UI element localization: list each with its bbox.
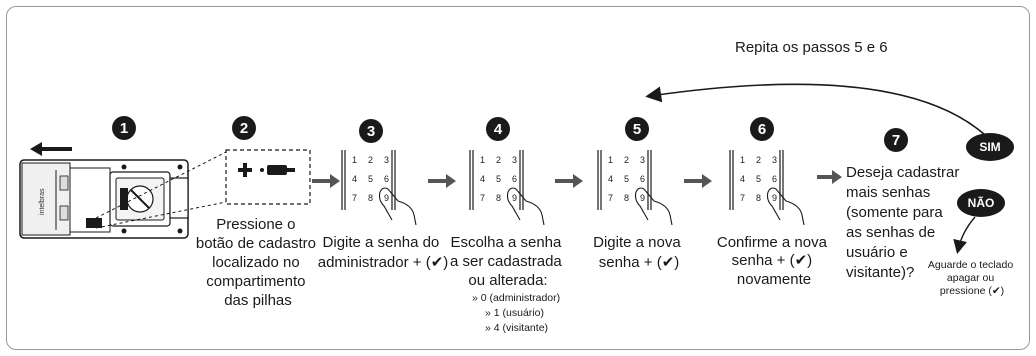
step-badge-7: 7 (884, 128, 908, 152)
step-3-text: Digite a senha do administrador + (✔) (318, 234, 449, 271)
keypad-key: 7 (352, 193, 357, 203)
keypad-key: 6 (640, 174, 645, 184)
keypad-key: 3 (640, 155, 645, 165)
keypad-key: 1 (352, 155, 357, 165)
keypad-key: 2 (624, 155, 629, 165)
loop-arrow (645, 83, 986, 136)
diagram-frame (6, 6, 1030, 350)
keypad-key: 5 (368, 174, 373, 184)
keypad: 1 2 3 4 5 6 7 8 9 (469, 150, 545, 226)
keypad-key: 4 (352, 174, 357, 184)
svg-text:5: 5 (633, 121, 641, 138)
step-2-text: Pressione o botão de cadastro localizado… (196, 216, 320, 309)
keypad-key: 9 (512, 193, 517, 203)
keypad-key: 7 (740, 193, 745, 203)
keypad-key: 1 (480, 155, 485, 165)
step-badge-6: 6 (750, 117, 774, 141)
step-4-options: » 0 (administrador) » 1 (usuário) » 4 (v… (472, 292, 563, 334)
keypad-key: 9 (640, 193, 645, 203)
keypad-key: 7 (480, 193, 485, 203)
keypad-key: 6 (512, 174, 517, 184)
register-button-detail (225, 149, 311, 205)
no-arrow (953, 216, 976, 255)
step-5-text: Digite a nova senha + (✔) (593, 234, 685, 271)
keypad-key: 1 (740, 155, 745, 165)
brand-label: intelbras (39, 188, 46, 215)
keypads: 1 2 3 4 5 6 7 8 9 1 2 3 4 5 6 7 8 9 1 2 3 4 5 6 7 8 9 1 2 3 4 5 6 7 8 9 (341, 150, 805, 226)
keypad-key: 8 (756, 193, 761, 203)
keypad-key: 4 (480, 174, 485, 184)
keypad-key: 8 (624, 193, 629, 203)
keypad-key: 6 (772, 174, 777, 184)
finger-icon (378, 187, 417, 226)
step-4-text: Escolha a senha a ser cadastrada ou alte… (450, 234, 566, 289)
keypad-key: 3 (512, 155, 517, 165)
step-badge-2: 2 (232, 116, 256, 140)
no-text: Aguarde o teclado apagar ou pressione (✔… (928, 259, 1016, 297)
no-pill: NÃO (957, 189, 1005, 217)
keypad-key: 3 (384, 155, 389, 165)
svg-text:4: 4 (494, 121, 503, 138)
svg-text:6: 6 (758, 121, 766, 138)
finger-icon (766, 187, 805, 226)
keypad-key: 5 (624, 174, 629, 184)
yes-pill: SIM (966, 133, 1014, 161)
loop-label: Repita os passos 5 e 6 (735, 39, 888, 56)
keypad-key: 9 (772, 193, 777, 203)
svg-text:NÃO: NÃO (968, 195, 995, 210)
keypad: 1 2 3 4 5 6 7 8 9 (597, 150, 673, 226)
arrow-6-7 (817, 170, 842, 184)
keypad-key: 2 (496, 155, 501, 165)
step-6-text: Confirme a nova senha + (✔) novamente (717, 234, 831, 288)
keypad-key: 7 (608, 193, 613, 203)
keypad-key: 4 (608, 174, 613, 184)
arrow-4-5 (555, 174, 583, 188)
keypad-key: 8 (368, 193, 373, 203)
keypad-key: 5 (496, 174, 501, 184)
step-badge-5: 5 (625, 117, 649, 141)
keypad: 1 2 3 4 5 6 7 8 9 (729, 150, 805, 226)
keypad: 1 2 3 4 5 6 7 8 9 (341, 150, 417, 226)
svg-text:3: 3 (367, 123, 375, 140)
keypad-key: 2 (756, 155, 761, 165)
step-7-text: Deseja cadastrar mais senhas (somente pa… (846, 164, 964, 281)
step-badges: 1 2 3 4 5 6 7 (112, 116, 908, 152)
arrow-3-4 (428, 174, 456, 188)
arrow-2-3 (312, 174, 340, 188)
keypad-key: 9 (384, 193, 389, 203)
step-badge-1: 1 (112, 116, 136, 140)
keypad-key: 8 (496, 193, 501, 203)
keypad-key: 1 (608, 155, 613, 165)
keypad-key: 2 (368, 155, 373, 165)
finger-icon (506, 187, 545, 226)
arrow-5-6 (684, 174, 712, 188)
keypad-key: 5 (756, 174, 761, 184)
step-badge-3: 3 (359, 119, 383, 143)
svg-text:SIM: SIM (979, 140, 1000, 154)
keypad-key: 6 (384, 174, 389, 184)
svg-text:1: 1 (120, 120, 128, 137)
flow-arrows (312, 170, 842, 188)
svg-text:7: 7 (892, 132, 900, 149)
zoom-line-bottom (95, 201, 227, 229)
svg-text:2: 2 (240, 120, 248, 137)
keypad-key: 3 (772, 155, 777, 165)
keypad-key: 4 (740, 174, 745, 184)
slide-left-arrow (30, 142, 72, 156)
finger-icon (634, 187, 673, 226)
zoom-line-top (95, 151, 227, 219)
lock-device: intelbras (19, 142, 189, 239)
step-badge-4: 4 (486, 117, 510, 141)
